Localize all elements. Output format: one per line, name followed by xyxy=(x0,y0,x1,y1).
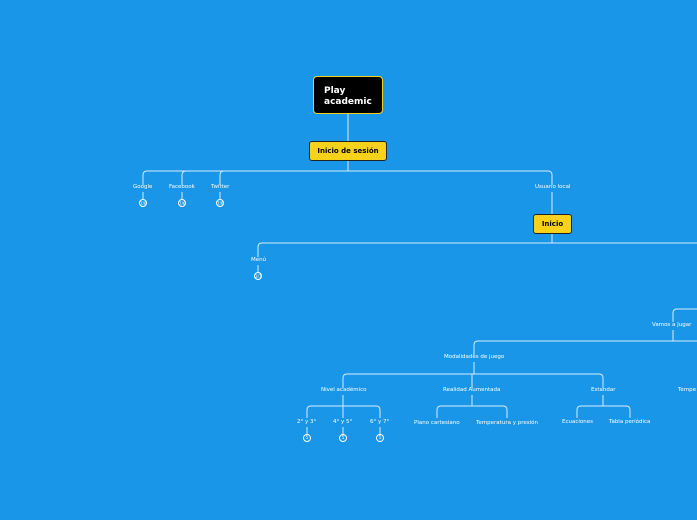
partial-right-node[interactable]: Tempe xyxy=(678,387,697,393)
provider-google-badge[interactable]: 7/6 xyxy=(139,199,147,207)
connector-facebook xyxy=(181,170,187,185)
login-node[interactable]: Inicio de sesión xyxy=(309,141,387,161)
provider-facebook[interactable]: Facebook xyxy=(169,184,195,190)
periodic-table-node[interactable]: Tabla periódica xyxy=(609,419,651,425)
home-node[interactable]: Inicio xyxy=(533,214,572,234)
cartesian-plane-node[interactable]: Plano cartesiano xyxy=(414,420,460,426)
provider-twitter-badge[interactable]: 7/6 xyxy=(216,199,224,207)
grade-2-3[interactable]: 2° y 3° xyxy=(297,419,317,425)
connector-login-bus xyxy=(142,170,553,185)
root-node[interactable]: Play academic xyxy=(313,76,383,114)
menu-node[interactable]: Menú xyxy=(251,257,267,263)
grade-2-3-badge[interactable]: 5 xyxy=(303,434,311,442)
connector-play-bus xyxy=(473,340,697,355)
equations-node[interactable]: Ecuaciones xyxy=(562,419,594,425)
standard-node[interactable]: Estandar xyxy=(591,387,616,393)
menu-badge[interactable]: 2/7 xyxy=(254,272,262,280)
modes-node[interactable]: Modalidades de juego xyxy=(444,354,505,360)
root-title-line1: Play xyxy=(324,86,346,96)
grade-6-7-badge[interactable]: 5 xyxy=(376,434,384,442)
provider-twitter[interactable]: Twitter xyxy=(211,184,230,190)
academic-level-node[interactable]: Nivel académico xyxy=(321,387,367,393)
provider-facebook-badge[interactable]: 7/6 xyxy=(178,199,186,207)
grade-4-5[interactable]: 4° y 5° xyxy=(333,419,353,425)
provider-google[interactable]: Google xyxy=(133,184,153,190)
grade-4-5-badge[interactable]: 5 xyxy=(339,434,347,442)
connector-ar-bus xyxy=(436,405,508,418)
grade-6-7[interactable]: 6° y 7° xyxy=(370,419,390,425)
play-node[interactable]: Vamos a Jugar xyxy=(652,322,692,328)
connector-modes-bus xyxy=(342,373,604,388)
connector-twitter xyxy=(219,170,225,185)
root-title-line2: academic xyxy=(324,97,372,107)
connector-home-bus xyxy=(257,234,697,257)
connector-standard-bus xyxy=(576,405,631,418)
local-user-node[interactable]: Usuario local xyxy=(535,184,571,190)
connector-play-up xyxy=(672,308,697,322)
temperature-pressure-node[interactable]: Temperatura y presión xyxy=(476,420,538,426)
augmented-reality-node[interactable]: Realidad Aumentada xyxy=(443,387,501,393)
